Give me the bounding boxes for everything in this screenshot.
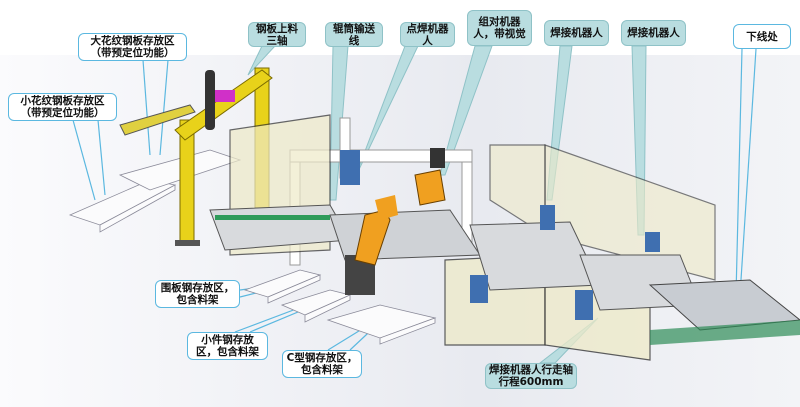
callout-roller-conveyor: 辊筒输送线 xyxy=(325,22,383,47)
callout-small-parts-area: 小件钢存放区，包含料架 xyxy=(187,332,268,360)
callout-c-steel-area: C型钢存放区，包含料架 xyxy=(282,350,362,378)
callout-offline-point: 下线处 xyxy=(733,24,791,49)
callout-steel-loading-3axis: 钢板上料三轴 xyxy=(248,22,306,47)
callout-small-pattern-plate-area: 小花纹钢板存放区（带预定位功能） xyxy=(8,93,117,121)
callout-welding-robot-2: 焊接机器人 xyxy=(621,20,686,46)
callout-welding-robot-1: 焊接机器人 xyxy=(544,20,609,46)
robots xyxy=(340,148,660,320)
callout-assembly-robot: 组对机器人，带视觉 xyxy=(467,10,532,46)
callout-enclosure-steel-area: 围板钢存放区，包含料架 xyxy=(155,280,240,308)
storage-slabs xyxy=(68,149,437,345)
callout-walking-axis: 焊接机器人行走轴行程600mm xyxy=(485,363,577,389)
callout-tails xyxy=(247,45,647,236)
callout-large-pattern-plate-area: 大花纹钢板存放区（带预定位功能） xyxy=(78,33,187,61)
roller-conveyors xyxy=(209,204,800,345)
callout-spot-welding-robot: 点焊机器人 xyxy=(400,22,455,47)
